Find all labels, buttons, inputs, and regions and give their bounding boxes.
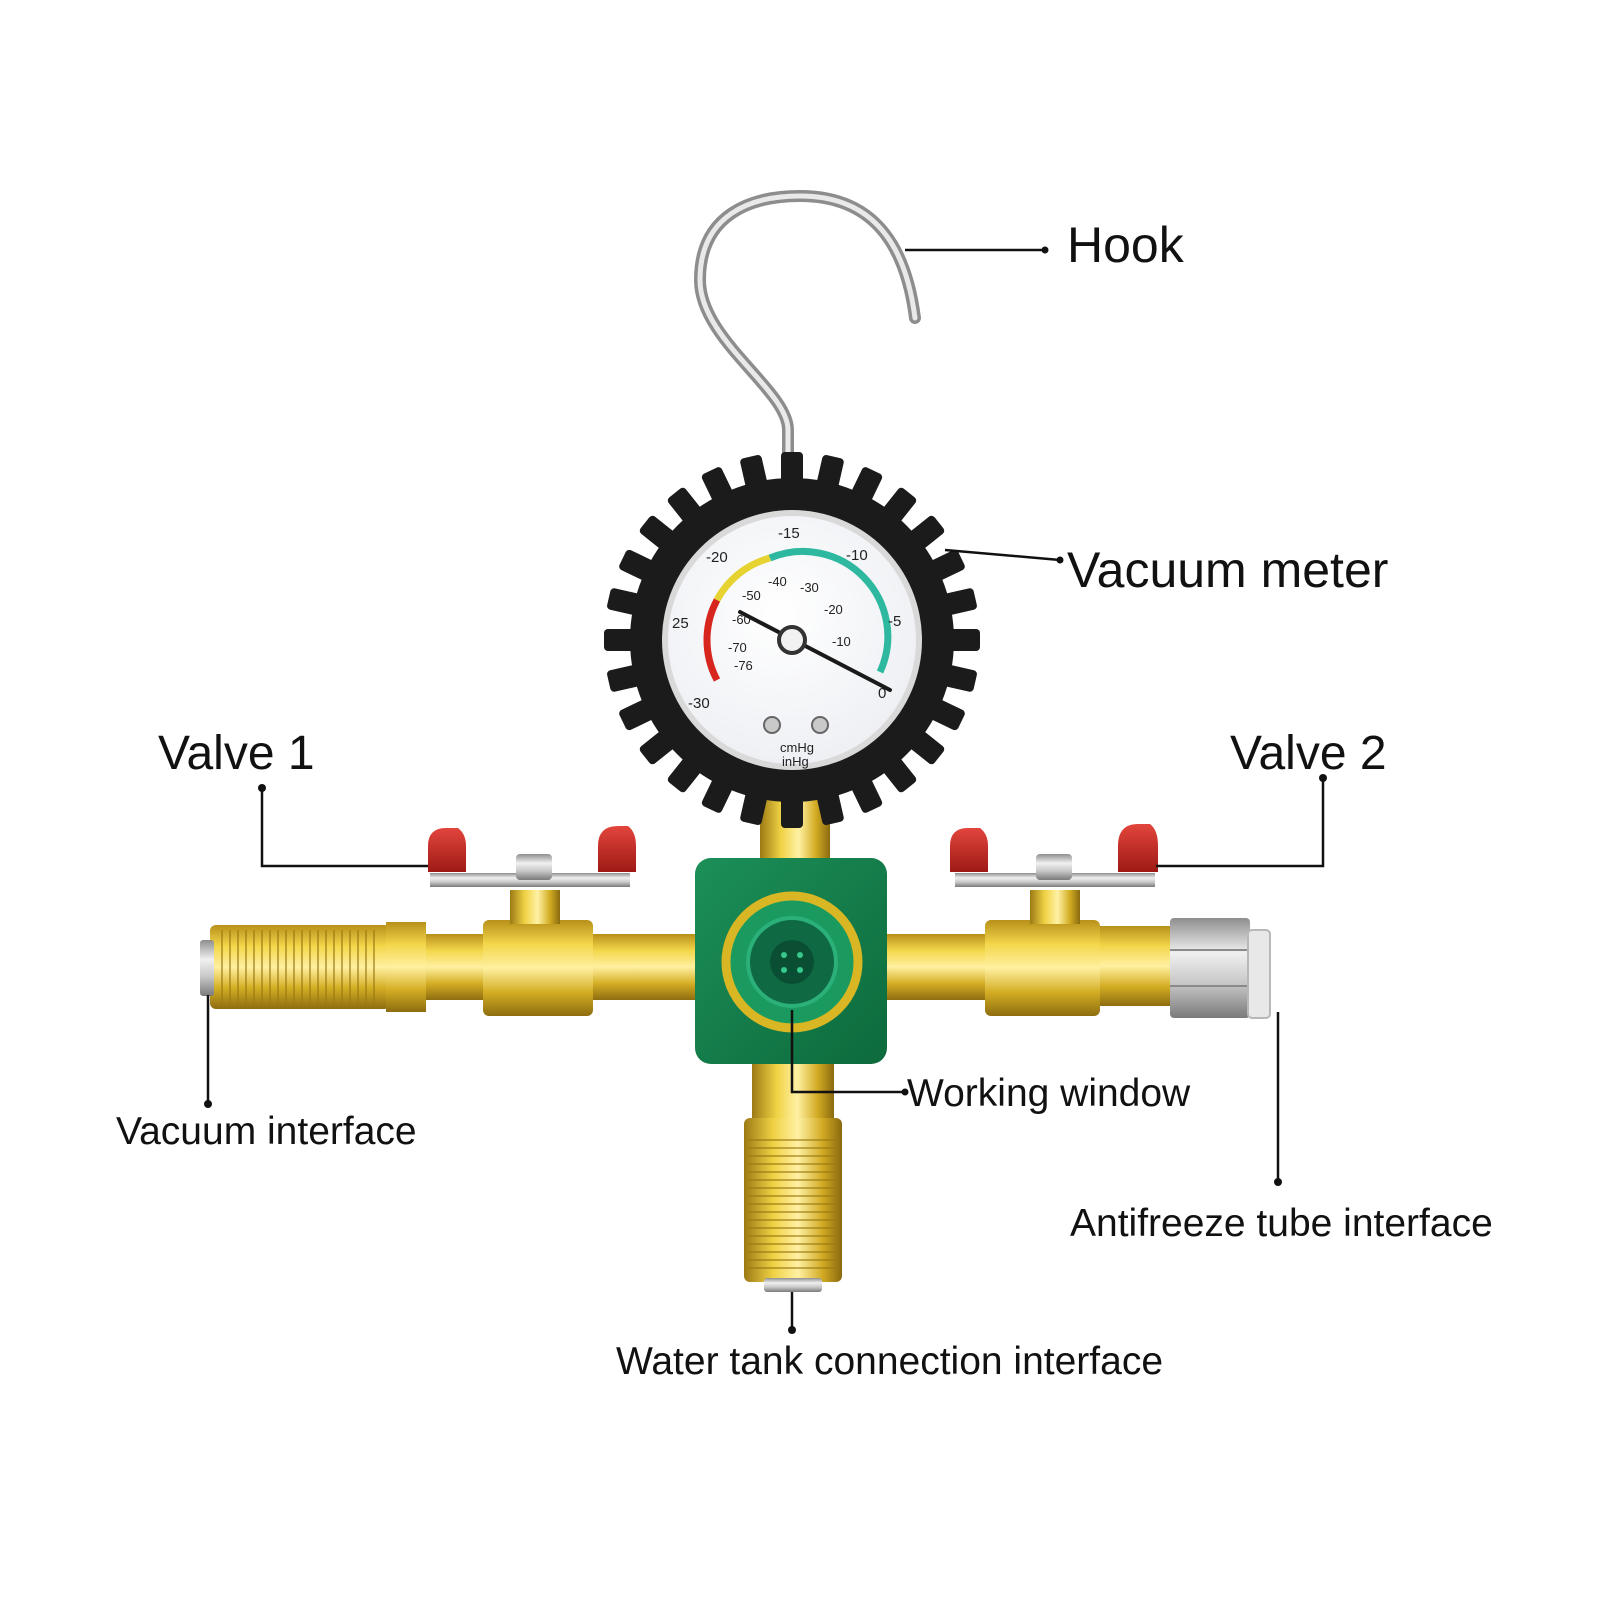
bottom-arm bbox=[744, 1060, 842, 1292]
inner-tick-n50: -50 bbox=[742, 588, 761, 603]
leader-lines bbox=[204, 246, 1327, 1334]
gauge-screw-left bbox=[763, 716, 781, 734]
valve-1-cap-left[interactable] bbox=[428, 828, 466, 872]
label-working-window: Working window bbox=[907, 1072, 1191, 1115]
valve-1-body bbox=[483, 920, 593, 1016]
outer-tick-n30: -30 bbox=[688, 695, 710, 712]
gauge-unit-cmhg: cmHg bbox=[780, 740, 814, 755]
zone-green bbox=[768, 547, 892, 674]
valve-1-nut bbox=[516, 854, 552, 880]
valve-2-body bbox=[985, 920, 1100, 1016]
outer-tick-n15: -15 bbox=[778, 525, 800, 542]
outer-tick-n20: -20 bbox=[706, 549, 728, 566]
label-water-tank-connection-interface: Water tank connection interface bbox=[616, 1340, 1163, 1383]
inner-tick-n20: -20 bbox=[824, 602, 843, 617]
label-hook: Hook bbox=[1067, 217, 1185, 273]
zone-yellow bbox=[713, 554, 771, 602]
inner-tick-n10: -10 bbox=[832, 634, 851, 649]
label-antifreeze-tube-interface: Antifreeze tube interface bbox=[1070, 1202, 1493, 1245]
outer-tick-n10: -10 bbox=[846, 547, 868, 564]
gauge-needle bbox=[738, 610, 892, 692]
valve-2-stem bbox=[1030, 890, 1080, 924]
right-arm bbox=[885, 824, 1271, 1019]
antifreeze-tube-port bbox=[1247, 929, 1271, 1019]
valve-2-cap-left[interactable] bbox=[950, 828, 988, 872]
left-arm bbox=[200, 826, 700, 1016]
water-tank-port bbox=[764, 1278, 822, 1292]
outer-tick-n5: -5 bbox=[888, 613, 901, 630]
label-valve-2: Valve 2 bbox=[1230, 727, 1387, 780]
label-valve-1: Valve 1 bbox=[158, 727, 315, 780]
gauge-screw-right bbox=[811, 716, 829, 734]
valve-2-nut bbox=[1036, 854, 1072, 880]
hook bbox=[693, 189, 921, 476]
bottom-coupler-knurling bbox=[748, 1139, 838, 1269]
valve-1-cap-right[interactable] bbox=[598, 826, 636, 872]
bottom-coupler bbox=[744, 1118, 842, 1282]
vacuum-interface-port bbox=[200, 940, 214, 996]
inner-tick-n40: -40 bbox=[768, 574, 787, 589]
antifreeze-hex-nut bbox=[1170, 918, 1250, 1018]
valve-1-stem bbox=[510, 890, 560, 924]
right-pipe-collar bbox=[1100, 926, 1170, 1006]
zone-red bbox=[703, 598, 721, 682]
vacuum-meter: -30 25 -20 -15 -10 -5 0 -76 -70 -60 -50 … bbox=[604, 452, 980, 860]
inner-tick-n76: -76 bbox=[734, 658, 753, 673]
manifold-block bbox=[695, 858, 887, 1064]
inner-tick-n30: -30 bbox=[800, 580, 819, 595]
gauge-pivot bbox=[777, 625, 807, 655]
left-coupler-knurling bbox=[221, 930, 375, 1004]
gauge-unit-inhg: inHg bbox=[782, 754, 809, 769]
label-vacuum-interface: Vacuum interface bbox=[116, 1110, 417, 1153]
outer-tick-25: 25 bbox=[672, 615, 689, 632]
valve-2-cap-right[interactable] bbox=[1118, 824, 1158, 872]
left-hex-nut bbox=[386, 922, 426, 1012]
outer-tick-0: 0 bbox=[878, 685, 886, 702]
inner-tick-n70: -70 bbox=[728, 640, 747, 655]
label-vacuum-meter: Vacuum meter bbox=[1067, 542, 1388, 598]
